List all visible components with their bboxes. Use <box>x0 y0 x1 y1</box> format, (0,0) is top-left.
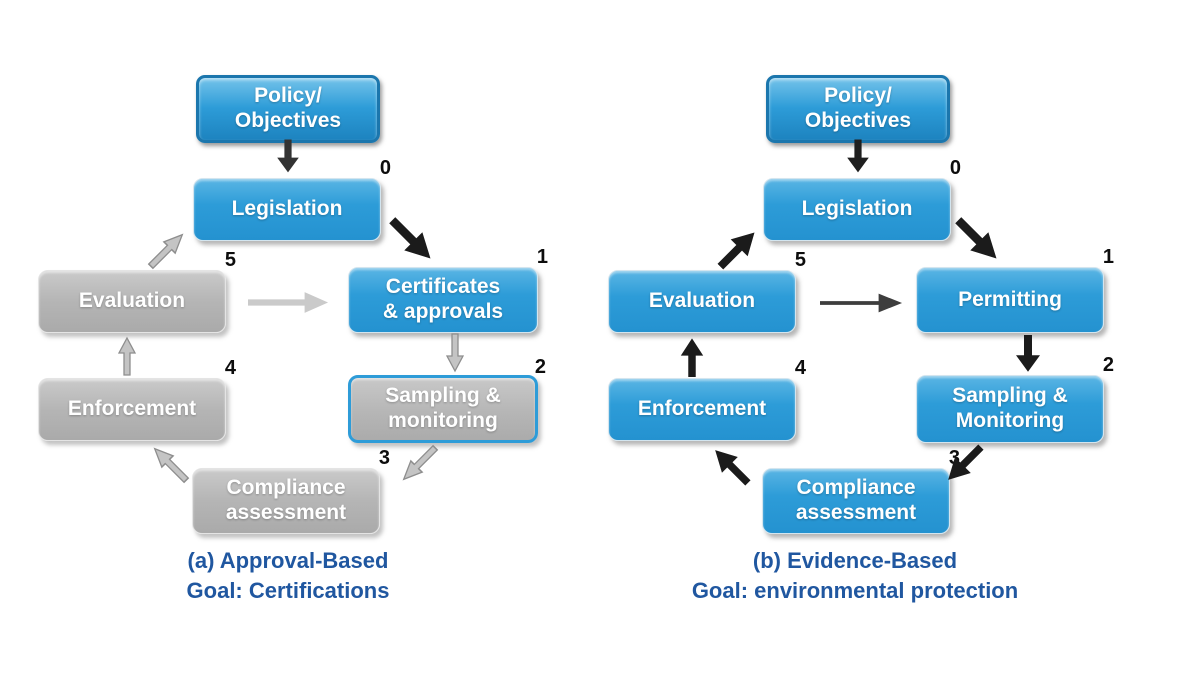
node-b-evaluation: 5 Evaluation <box>608 250 806 333</box>
node-label: Permitting <box>958 287 1062 311</box>
arrow-b-enforcement-to-evaluation-icon <box>680 338 704 377</box>
arrow-b-evaluation-to-legislation-icon <box>717 232 755 270</box>
caption-b-line2: Goal: environmental protection <box>691 577 1019 603</box>
node-label: Compliance assessment <box>795 476 917 524</box>
node-label: Evaluation <box>78 289 186 313</box>
step-number: 1 <box>1102 246 1114 268</box>
step-number: 0 <box>949 157 961 179</box>
caption-a-line1: (a) Approval-Based <box>187 548 389 573</box>
caption-panel-a: (a) Approval-Based Goal: Certifications <box>138 546 438 605</box>
node-label: Sampling & monitoring <box>385 384 501 432</box>
node-label: Evaluation <box>648 289 756 313</box>
step-number: 2 <box>1102 354 1114 376</box>
step-number: 4 <box>794 357 806 379</box>
arrow-b-sampling-to-compliance-icon <box>948 444 984 480</box>
step-number: 4 <box>224 357 236 379</box>
node-b-policy-objectives: Policy/ Objectives <box>766 75 950 143</box>
node-a-evaluation: 5 Evaluation <box>38 250 236 333</box>
arrow-a-evaluation-to-legislation-icon <box>147 233 184 270</box>
node-label: Legislation <box>801 197 913 221</box>
node-label: Enforcement <box>637 397 767 421</box>
arrow-a-policy-to-legislation-icon <box>277 139 299 173</box>
node-label: Policy/ Objectives <box>234 84 342 132</box>
arrow-a-enforcement-to-evaluation-icon <box>117 336 137 376</box>
node-label: Certificates & approvals <box>382 275 504 323</box>
arrow-b-evaluation-to-permitting-icon <box>820 293 903 313</box>
node-b-enforcement: 4 Enforcement <box>608 358 806 441</box>
node-a-sampling-monitoring: 2 Sampling & monitoring <box>348 357 546 443</box>
arrow-b-legislation-to-permitting-icon <box>955 217 997 259</box>
arrow-a-evaluation-to-certificates-icon <box>248 292 329 313</box>
node-label: Compliance assessment <box>225 476 347 524</box>
node-a-policy-objectives: Policy/ Objectives <box>196 75 380 143</box>
arrow-b-compliance-to-enforcement-icon <box>715 450 751 486</box>
node-label: Enforcement <box>67 397 197 421</box>
node-label: Sampling & Monitoring <box>952 384 1068 432</box>
node-a-enforcement: 4 Enforcement <box>38 358 236 441</box>
node-b-legislation: 0 Legislation <box>763 158 961 241</box>
caption-a-line2: Goal: Certifications <box>186 577 390 603</box>
arrow-b-permitting-to-sampling-icon <box>1016 335 1040 372</box>
step-number: 1 <box>536 246 548 268</box>
node-label: Legislation <box>231 197 343 221</box>
arrow-a-compliance-to-enforcement-icon <box>153 447 190 484</box>
arrow-a-legislation-to-certificates-icon <box>389 217 431 259</box>
step-number: 5 <box>224 249 236 271</box>
step-number: 5 <box>794 249 806 271</box>
step-number: 0 <box>379 157 391 179</box>
node-b-sampling-monitoring: 2 Sampling & Monitoring <box>916 355 1114 443</box>
step-number: 2 <box>534 356 546 378</box>
arrow-a-certificates-to-sampling-icon <box>445 333 465 373</box>
node-b-compliance-assessment: 3 Compliance assessment <box>762 448 960 534</box>
step-number: 3 <box>948 447 960 469</box>
node-b-permitting: 1 Permitting <box>916 247 1114 333</box>
node-a-compliance-assessment: 3 Compliance assessment <box>192 448 390 534</box>
arrow-a-sampling-to-compliance-icon <box>402 444 439 481</box>
step-number: 3 <box>378 447 390 469</box>
node-a-certificates-approvals: 1 Certificates & approvals <box>348 247 548 333</box>
node-label: Policy/ Objectives <box>804 84 912 132</box>
caption-b-line1: (b) Evidence-Based <box>752 548 958 573</box>
caption-panel-b: (b) Evidence-Based Goal: environmental p… <box>655 546 1055 605</box>
arrow-b-policy-to-legislation-icon <box>847 139 869 173</box>
node-a-legislation: 0 Legislation <box>193 158 391 241</box>
